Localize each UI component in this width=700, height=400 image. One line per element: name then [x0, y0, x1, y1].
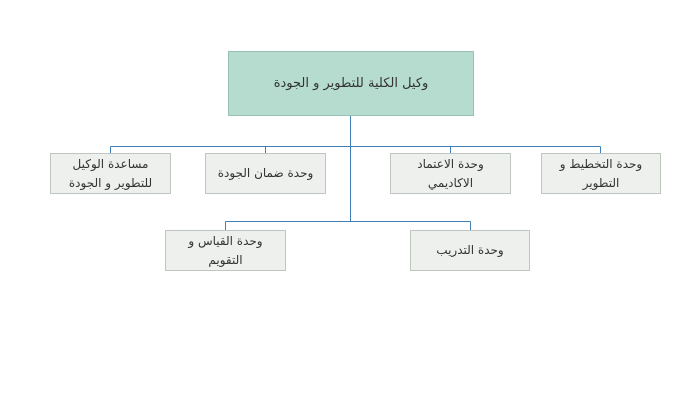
node-accreditation-label: وحدة الاعتماد الاكاديمي — [417, 156, 484, 190]
node-quality-label: وحدة ضمان الجودة — [217, 166, 314, 180]
connector-lines — [110, 116, 601, 230]
node-training-unit: وحدة التدريب — [410, 230, 530, 271]
node-planning-label: وحدة التخطيط و التطوير — [559, 156, 643, 190]
root-node-vice-dean: وكيل الكلية للتطوير و الجودة — [228, 51, 474, 116]
node-assistant-vice-dean: مساعدة الوكيل للتطوير و الجودة — [50, 153, 171, 194]
node-training-label: وحدة التدريب — [436, 243, 504, 257]
node-measurement-label: وحدة القياس و التقويم — [188, 233, 263, 267]
node-measurement-evaluation-unit: وحدة القياس و التقويم — [165, 230, 286, 271]
node-planning-development-unit: وحدة التخطيط و التطوير — [541, 153, 661, 194]
node-assistant-label: مساعدة الوكيل للتطوير و الجودة — [68, 156, 153, 190]
root-node-label: وكيل الكلية للتطوير و الجودة — [273, 76, 429, 91]
node-quality-assurance-unit: وحدة ضمان الجودة — [205, 153, 326, 194]
node-academic-accreditation-unit: وحدة الاعتماد الاكاديمي — [390, 153, 511, 194]
